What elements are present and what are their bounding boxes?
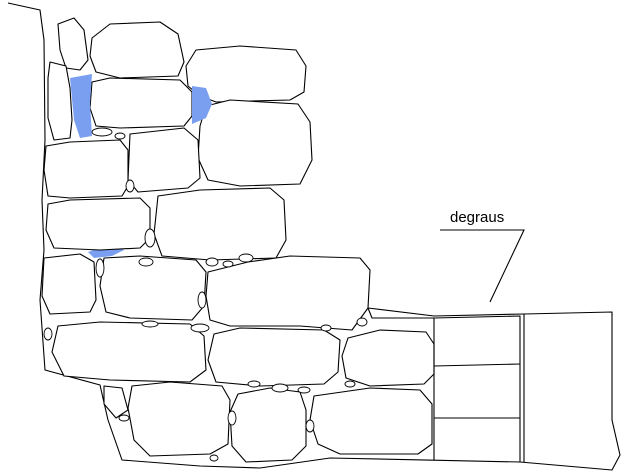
step-block	[433, 363, 521, 367]
stone	[57, 17, 89, 71]
stone	[341, 329, 435, 387]
stone	[45, 197, 151, 251]
stone	[51, 321, 207, 383]
stone	[153, 187, 287, 261]
stone	[207, 327, 341, 387]
stone	[309, 387, 433, 455]
stone	[47, 61, 73, 141]
stone	[89, 77, 193, 129]
stone	[43, 139, 129, 199]
stone	[127, 381, 231, 457]
stone	[127, 127, 201, 193]
stone	[99, 255, 207, 321]
stone	[89, 21, 185, 79]
label-degraus: degraus	[450, 209, 504, 226]
highlighted-joint	[70, 74, 92, 138]
rubble-group	[43, 127, 368, 462]
stone	[103, 385, 129, 419]
stone	[197, 99, 313, 187]
highlighted-joint	[192, 86, 212, 124]
step-block	[367, 307, 435, 460]
stone	[229, 387, 307, 463]
stone	[41, 253, 97, 315]
step-block	[433, 315, 521, 462]
label-leader-line	[440, 229, 525, 303]
